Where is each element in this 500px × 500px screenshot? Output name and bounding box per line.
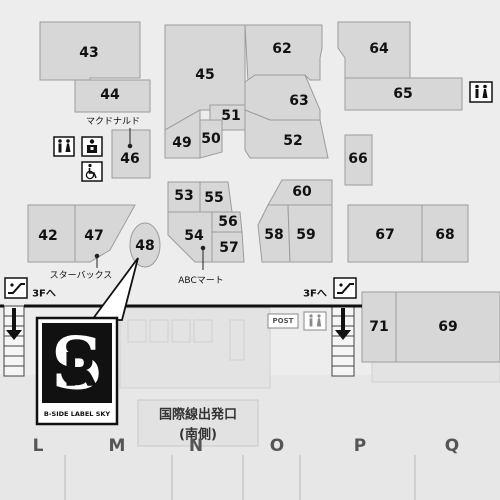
label-leaders [94, 128, 206, 270]
shop-number-60: 60 [292, 184, 312, 200]
shop-number-42: 42 [38, 228, 57, 244]
restroom-icon[interactable] [53, 136, 75, 157]
shop-69[interactable] [395, 291, 500, 363]
shop-number-50: 50 [201, 131, 221, 147]
shop-number-66: 66 [348, 151, 367, 167]
shop-number-53: 53 [174, 188, 193, 204]
shop-blocks [27, 21, 500, 363]
restroom-icon[interactable] [303, 311, 327, 331]
shop-number-65: 65 [393, 86, 412, 102]
shop-48[interactable] [129, 222, 161, 268]
grid-col-l: L [33, 436, 44, 456]
brand-logo[interactable]: S R B-SIDE LABEL SKY [35, 316, 119, 426]
shop-number-59: 59 [296, 227, 315, 243]
post-box[interactable] [267, 313, 299, 329]
shop-52[interactable] [244, 109, 329, 159]
shop-number-67: 67 [375, 227, 394, 243]
shop-numbers: 43 44 45 49 50 51 62 63 52 64 65 46 66 4… [38, 41, 457, 335]
shop-57[interactable] [211, 231, 245, 263]
shop-44[interactable] [74, 79, 151, 113]
brand-name: B-SIDE LABEL SKY [44, 410, 111, 418]
shop-46[interactable] [111, 129, 151, 179]
grid-col-m: M [109, 436, 126, 456]
shop-number-63: 63 [289, 93, 308, 109]
escalator-icon [4, 277, 28, 299]
shop-number-68: 68 [435, 227, 454, 243]
shop-number-48: 48 [135, 238, 154, 254]
svg-text:R: R [62, 343, 97, 397]
shop-number-47: 47 [84, 228, 103, 244]
down-arrow-icon [6, 308, 22, 340]
escalator-icon [333, 277, 357, 299]
down-arrow-icon [335, 308, 351, 340]
shop-number-49: 49 [172, 135, 191, 151]
shop-number-55: 55 [204, 190, 223, 206]
shop-number-43: 43 [79, 45, 98, 61]
shop-58[interactable] [257, 204, 291, 263]
baby-room-icon[interactable] [81, 136, 103, 157]
shop-47[interactable] [74, 204, 136, 263]
shop-number-69: 69 [438, 319, 457, 335]
shop-number-44: 44 [100, 87, 120, 103]
shop-number-64: 64 [369, 41, 389, 57]
exit-line-1: 国際線出発口 [159, 407, 237, 423]
mcdonalds-label: マクドナルド [86, 116, 140, 127]
restroom-icon[interactable] [469, 81, 493, 103]
shop-number-57: 57 [219, 240, 238, 256]
shop-number-62: 62 [272, 41, 291, 57]
escalator-right-label: 3Fへ [303, 289, 327, 300]
shop-66[interactable] [344, 134, 373, 186]
escalator-left-label: 3Fへ [32, 289, 56, 300]
grid-col-q: Q [445, 436, 459, 456]
shop-number-46: 46 [120, 151, 139, 167]
grid-col-n: N [189, 436, 203, 456]
shop-number-45: 45 [195, 67, 214, 83]
exit-sign: 国際線出発口 (南側) [137, 399, 259, 447]
grid-column-labels: L M N O P Q [33, 436, 460, 456]
shop-number-54: 54 [184, 228, 204, 244]
escalator-left[interactable] [3, 305, 25, 377]
shop-number-52: 52 [283, 133, 302, 149]
shop-43[interactable] [39, 21, 141, 81]
post-label: POST [273, 317, 294, 325]
shop-59[interactable] [287, 204, 333, 263]
abc-mart-label: ABCマート [178, 276, 223, 286]
shop-65[interactable] [344, 77, 463, 111]
starbucks-label: スターバックス [50, 270, 113, 281]
escalator-right[interactable] [331, 305, 355, 377]
shop-number-56: 56 [218, 214, 237, 230]
shop-number-58: 58 [264, 227, 283, 243]
accessible-restroom-icon[interactable] [81, 161, 103, 182]
svg-text:S: S [51, 321, 103, 406]
shop-68[interactable] [421, 204, 469, 263]
shop-number-71: 71 [369, 319, 388, 335]
shop-number-51: 51 [221, 108, 240, 124]
grid-col-o: O [270, 436, 284, 456]
exit-line-2: (南側) [179, 427, 217, 443]
grid-col-p: P [354, 436, 366, 456]
